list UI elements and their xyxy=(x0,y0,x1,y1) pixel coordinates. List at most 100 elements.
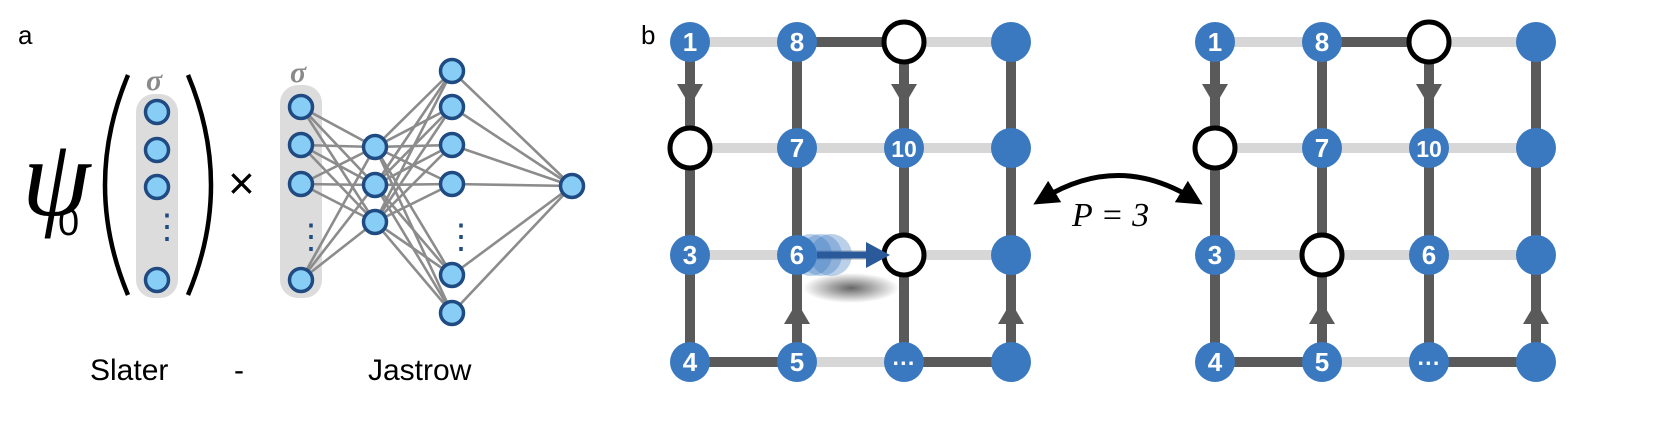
network-node xyxy=(558,172,586,200)
lattice-site xyxy=(1409,128,1449,168)
direction-arrow-up xyxy=(784,302,810,324)
exchange-label: P = 3 xyxy=(1071,197,1149,234)
site-number: 4 xyxy=(1208,347,1223,377)
network-edge xyxy=(374,70,453,148)
network-edge xyxy=(374,220,453,277)
network-node xyxy=(361,171,389,199)
lattice-site xyxy=(670,342,710,382)
network-node xyxy=(287,93,315,121)
site-number: 7 xyxy=(790,133,804,163)
network-edge xyxy=(451,143,573,188)
slater-dots: ⋮ xyxy=(150,208,184,246)
site-number: 5 xyxy=(790,347,804,377)
network-node xyxy=(438,261,466,289)
lattice-hole xyxy=(881,19,927,65)
lattice-hole xyxy=(1299,232,1345,278)
network-edge xyxy=(373,146,454,276)
direction-arrow-down xyxy=(677,84,703,106)
network-edge xyxy=(373,70,454,186)
network-node xyxy=(438,131,466,159)
network-node xyxy=(287,131,315,159)
lattice-site xyxy=(884,128,924,168)
network-node xyxy=(438,299,466,327)
caption-dash: - xyxy=(234,354,244,387)
snake-path xyxy=(1210,37,1541,367)
lattice-site xyxy=(1195,235,1235,275)
caption-jastrow: Jastrow xyxy=(368,354,472,387)
network-edge xyxy=(451,184,573,277)
direction-arrow-down xyxy=(891,84,917,106)
lattice-site xyxy=(777,235,817,275)
right-paren xyxy=(185,74,214,296)
site-number: 6 xyxy=(1422,240,1436,270)
lattice-site xyxy=(777,22,817,62)
site-number: 4 xyxy=(683,347,698,377)
lattice-site xyxy=(991,342,1031,382)
site-number: 1 xyxy=(683,27,697,57)
network-edge xyxy=(451,70,573,187)
network-node xyxy=(361,133,389,161)
left-paren xyxy=(102,74,131,296)
lattice-site xyxy=(1302,128,1342,168)
slater-node xyxy=(143,266,171,294)
times-sign: × xyxy=(228,157,255,209)
psi-symbol: ψ xyxy=(22,117,92,239)
jastrow-input-dots: ⋮ xyxy=(294,218,328,256)
network-node xyxy=(287,266,315,294)
network-edge xyxy=(300,220,376,282)
exchange-arrow xyxy=(1033,173,1203,205)
direction-arrow-down xyxy=(1416,84,1442,106)
network-edge xyxy=(374,184,453,276)
lattice-hole xyxy=(1192,125,1238,171)
network-edge xyxy=(374,182,453,224)
direction-arrow-up xyxy=(1309,302,1335,324)
lattice-site xyxy=(884,342,924,382)
direction-arrow-up xyxy=(1523,302,1549,324)
site-number: 8 xyxy=(790,27,804,57)
network-edge xyxy=(299,184,377,281)
hop-arrow-head xyxy=(866,242,890,268)
direction-arrow-down xyxy=(1202,84,1228,106)
lattice-site xyxy=(991,22,1031,62)
slater-node xyxy=(143,98,171,126)
site-number: 5 xyxy=(1315,347,1329,377)
network-node xyxy=(438,57,466,85)
network-edge xyxy=(373,106,454,223)
network-edge xyxy=(451,185,573,314)
slater-sigma-label: σ xyxy=(146,64,163,97)
lattice-site xyxy=(1516,22,1556,62)
lattice-site xyxy=(991,235,1031,275)
site-number: 1 xyxy=(1208,27,1222,57)
network-edge xyxy=(300,105,376,149)
psi-subscript: 0 xyxy=(58,202,79,244)
lattice-site xyxy=(670,22,710,62)
network-node xyxy=(438,93,466,121)
lattice-site xyxy=(1195,22,1235,62)
hop-shadow xyxy=(803,273,899,303)
lattice-site xyxy=(670,235,710,275)
panel-a-label: a xyxy=(18,20,33,50)
jastrow-network-nodes xyxy=(287,57,586,327)
lattice-site xyxy=(777,128,817,168)
lattice-site xyxy=(1516,342,1556,382)
site-number: 10 xyxy=(891,136,917,162)
jastrow-hidden-dots: ⋮ xyxy=(444,218,478,256)
lattice-site xyxy=(1302,342,1342,382)
lattice-hole xyxy=(667,125,713,171)
lattice-site xyxy=(1409,235,1449,275)
lattice-site xyxy=(991,128,1031,168)
site-number: ··· xyxy=(893,350,916,376)
network-node xyxy=(438,170,466,198)
network-edge xyxy=(299,146,377,281)
slater-node xyxy=(143,136,171,164)
jastrow-sigma-label: σ xyxy=(290,56,307,89)
site-number: 3 xyxy=(1208,240,1222,270)
site-number: 8 xyxy=(1315,27,1329,57)
lattice-site xyxy=(1516,235,1556,275)
slater-node xyxy=(143,173,171,201)
network-edge xyxy=(373,70,454,223)
